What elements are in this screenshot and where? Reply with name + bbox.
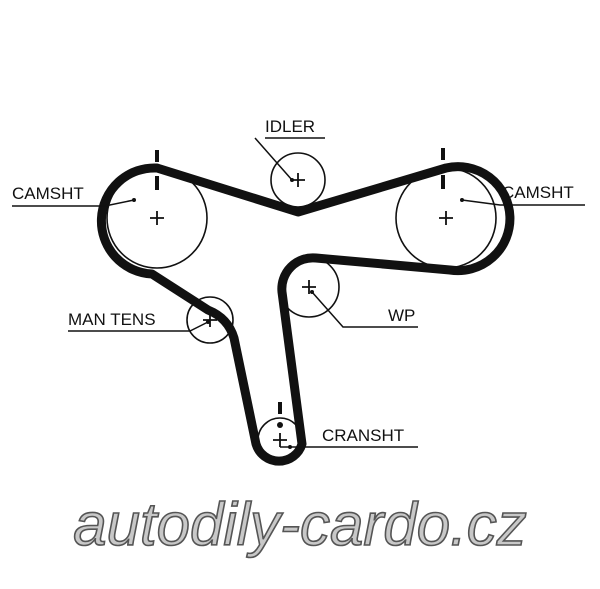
- label-crankshaft: CRANSHT: [322, 426, 404, 445]
- idler-pulley: [270, 152, 326, 208]
- manual-tensioner-pulley: [186, 296, 234, 344]
- crank-timing-dot: [277, 422, 283, 428]
- timing-marks: [155, 148, 445, 414]
- timing-belt: [97, 162, 515, 466]
- label-manual-tensioner: MAN TENS: [68, 310, 156, 329]
- label-water-pump: WP: [388, 306, 415, 325]
- watermark: autodily-cardo.cz: [73, 491, 527, 558]
- label-camshaft-left: CAMSHT: [12, 184, 84, 203]
- label-camshaft-right: CAMSHT: [502, 183, 574, 202]
- label-idler: IDLER: [265, 117, 315, 136]
